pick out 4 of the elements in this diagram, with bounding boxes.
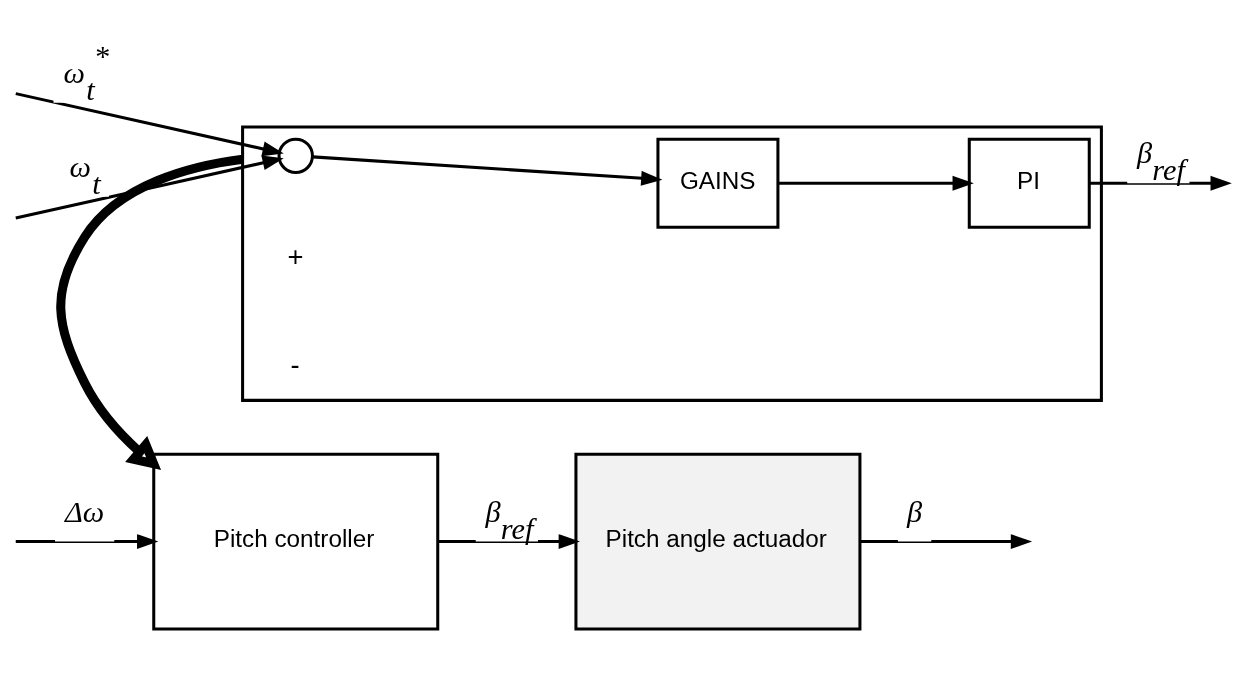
- label: +: [287, 240, 304, 272]
- edge-label: β: [907, 494, 923, 529]
- label: -: [290, 348, 300, 380]
- edge-label: Δω: [64, 494, 105, 529]
